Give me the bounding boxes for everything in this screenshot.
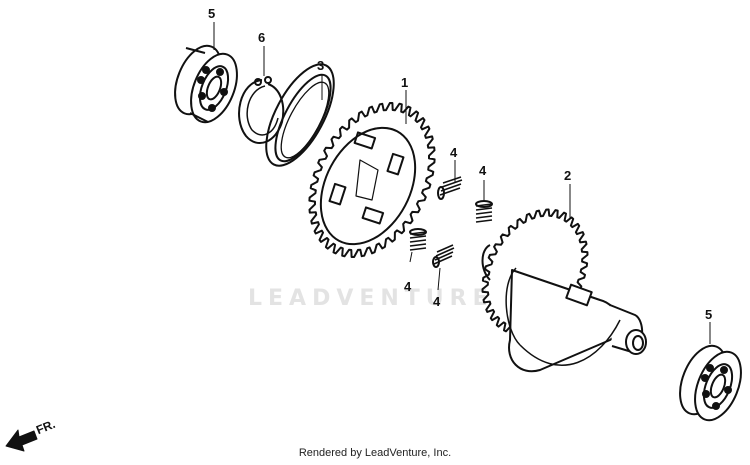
front-direction-arrow xyxy=(5,429,38,452)
callout-bearing-bottom: 5 xyxy=(705,307,713,322)
bearing-bottom-part xyxy=(679,344,742,422)
callout-camshaft: 2 xyxy=(564,168,572,183)
callout-spring-a: 4 xyxy=(450,145,458,160)
watermark-text: LEADVENTURE xyxy=(248,286,494,311)
footer-credit: Rendered by LeadVenture, Inc. xyxy=(298,447,452,459)
callout-circlip: 6 xyxy=(258,30,266,45)
gear-part xyxy=(308,102,436,258)
spring-a-part xyxy=(437,176,463,200)
spring-b-part xyxy=(475,200,493,223)
callout-spring-d: 4 xyxy=(433,294,441,309)
callout-spring-b: 4 xyxy=(479,163,487,178)
spring-d-part xyxy=(432,244,455,268)
callout-seal-ring: 3 xyxy=(317,58,325,73)
seal-ring-part xyxy=(265,63,335,167)
callout-bearing-top: 5 xyxy=(208,6,216,21)
leader-lines xyxy=(213,22,711,344)
camshaft-part xyxy=(481,208,647,373)
spring-c-part xyxy=(409,228,427,251)
callout-spring-c: 4 xyxy=(404,279,412,294)
callout-gear: 1 xyxy=(401,75,409,90)
bearing-top-part xyxy=(174,44,238,124)
